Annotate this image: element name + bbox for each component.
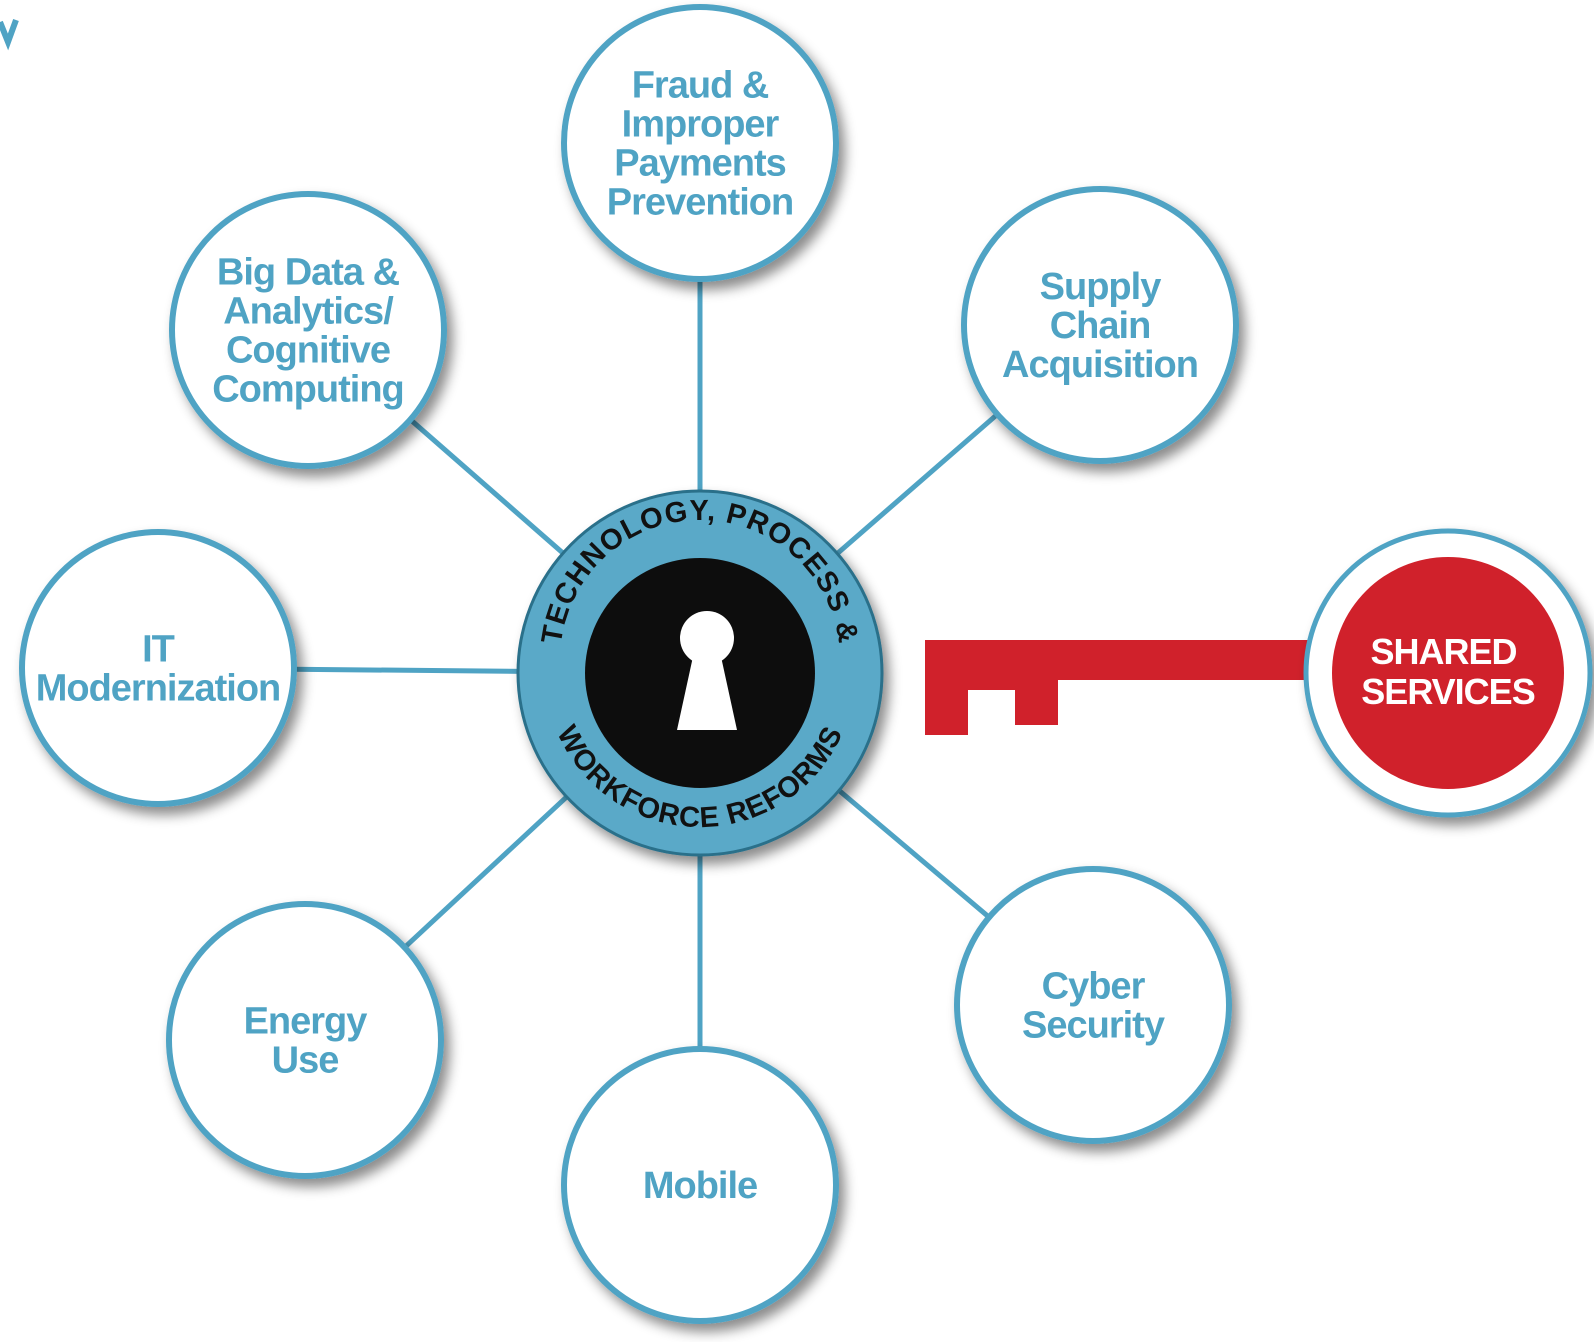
node-label-line: Payments — [614, 143, 786, 185]
node-label-line: Cyber — [1042, 966, 1146, 1008]
key-label: SHARED SERVICES — [1361, 631, 1534, 712]
node-label-line: Analytics/ — [223, 291, 394, 333]
node-circle-supply — [961, 186, 1239, 464]
key-label-line-2: SERVICES — [1361, 671, 1534, 712]
node-label-line: Acquisition — [1002, 344, 1198, 386]
node-label-line: Chain — [1050, 305, 1151, 347]
node-label-line: Mobile — [643, 1165, 757, 1207]
node-label-line: Fraud & — [632, 65, 769, 107]
key-blade — [925, 640, 1320, 735]
corner-fragment — [0, 18, 19, 51]
node-label-line: Use — [272, 1040, 339, 1082]
shared-services-key: SHARED SERVICES — [925, 528, 1593, 818]
key-label-line-1: SHARED — [1370, 631, 1516, 672]
node-label-mobile: Mobile — [643, 1165, 757, 1207]
node-circle-bigdata — [169, 191, 447, 469]
keyhole-icon — [677, 611, 737, 730]
node-circle-it — [19, 529, 297, 807]
node-label-line: Modernization — [36, 668, 281, 710]
node-label-line: Security — [1022, 1005, 1165, 1047]
key-bow-inner — [1332, 557, 1564, 789]
node-label-line: Supply — [1040, 266, 1162, 308]
node-label-line: Computing — [212, 369, 404, 411]
node-label-line: Energy — [244, 1001, 368, 1043]
node-label-line: IT — [142, 629, 175, 671]
node-circle-cyber — [954, 866, 1232, 1144]
node-label-line: Prevention — [607, 182, 793, 224]
node-label-line: Big Data & — [217, 252, 400, 294]
node-mobile: Mobile — [561, 1046, 839, 1324]
node-circle-energy — [166, 901, 444, 1179]
node-circle-fraud — [561, 4, 839, 282]
node-label-line: Cognitive — [226, 330, 390, 372]
node-circle-mobile — [561, 1046, 839, 1324]
node-label-line: Improper — [622, 104, 780, 146]
